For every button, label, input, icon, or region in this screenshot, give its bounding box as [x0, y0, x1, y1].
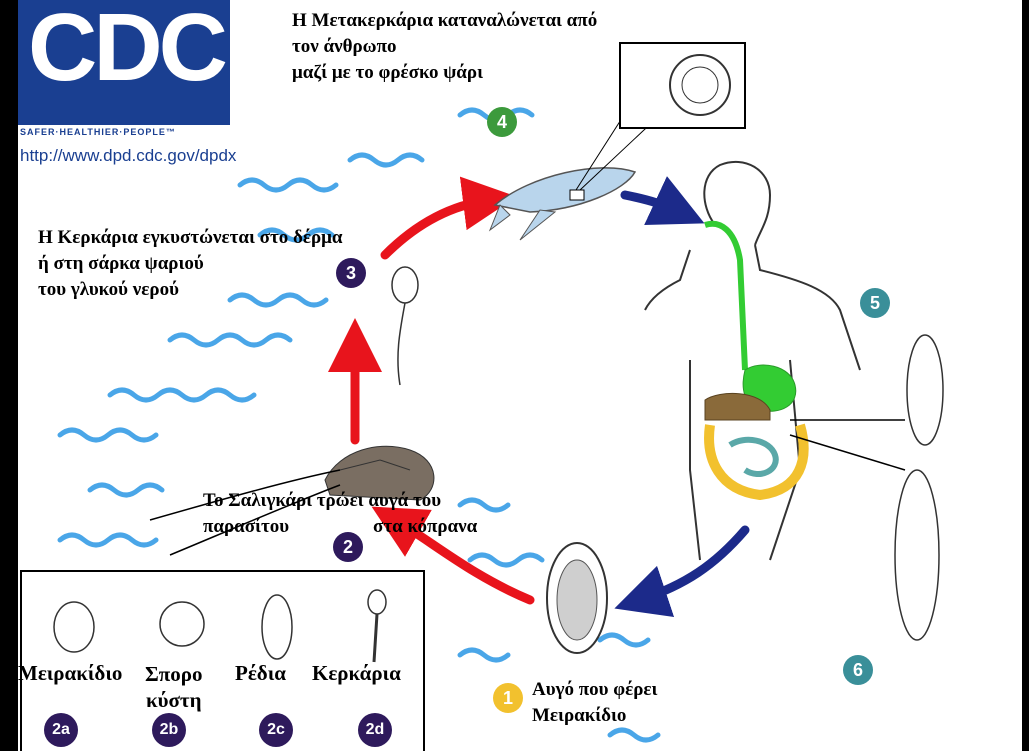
stage1-badge: 1 [493, 683, 523, 713]
cercaria-drawing [391, 266, 419, 386]
left-border [0, 0, 18, 751]
stage5-badge: 5 [860, 288, 890, 318]
cercaria-label: Κερκάρια [312, 661, 401, 685]
sporocyst-label: Σπορο κύστη [145, 662, 203, 712]
navy-arrows [614, 176, 750, 618]
stage2-caption-line2a: παρασίτου [203, 516, 290, 537]
redia-label: Ρέδια [235, 661, 286, 685]
cdc-tagline: SAFER·HEALTHIER·PEOPLE™ [20, 127, 176, 137]
stage4-badge: 4 [487, 107, 517, 137]
stage6-badge: 6 [843, 655, 873, 685]
snail-drawing [324, 445, 435, 501]
cdc-url: http://www.dpd.cdc.gov/dpdx [20, 146, 237, 165]
inset-organisms [53, 589, 387, 663]
egg-drawing [546, 542, 608, 654]
stage2c-badge: 2c [259, 713, 293, 747]
right-border [1022, 0, 1029, 751]
human-body [644, 160, 861, 561]
cdc-logo-text: CDC [28, 0, 228, 101]
stage4-caption: Η Μετακερκάρια καταναλώνεται από τον άνθ… [292, 10, 598, 83]
stage3-badge: 3 [336, 258, 366, 288]
stage2a-badge: 2a [44, 713, 78, 747]
red-cycle-arrows [328, 176, 535, 605]
miracidium-label: Μειρακίδιο [18, 661, 123, 685]
stage2b-badge: 2b [152, 713, 186, 747]
stage2-caption-line2b: στα κόπρανα [373, 516, 478, 537]
stage2d-badge: 2d [358, 713, 392, 747]
snail-stages-inset: Μειρακίδιο Σπορο κύστη Ρέδια Κερκάρια 2a… [18, 570, 425, 751]
cdc-logo: CDC [18, 0, 230, 125]
stage2-caption: Το Σαλιγκάρι τρώει αυγά του [203, 490, 442, 511]
stage2-badge: 2 [333, 532, 363, 562]
stage3-caption: Η Κερκάρια εγκυστώνεται στο δέρμα ή στη … [38, 227, 343, 300]
stage1-caption: Αυγό που φέρει Μειρακίδιο [532, 679, 658, 726]
adult-fluke-drawings [894, 334, 944, 641]
